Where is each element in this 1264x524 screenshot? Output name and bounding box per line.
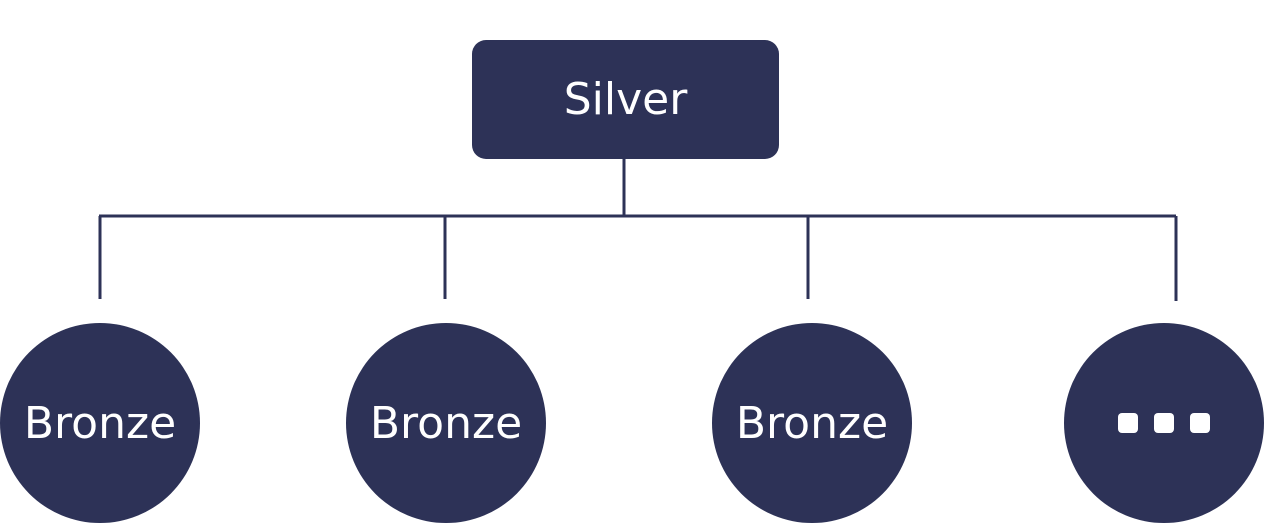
ellipsis-icon — [1118, 413, 1210, 433]
child-node-label: Bronze — [369, 397, 523, 449]
root-node-silver: Silver — [472, 40, 779, 159]
child-node-label: Bronze — [23, 397, 177, 449]
child-node-label: Bronze — [735, 397, 889, 449]
child-node-more — [1064, 323, 1264, 523]
child-node-bronze-1: Bronze — [0, 323, 200, 523]
child-node-bronze-2: Bronze — [346, 323, 546, 523]
root-node-label: Silver — [563, 74, 688, 125]
child-node-bronze-3: Bronze — [712, 323, 912, 523]
